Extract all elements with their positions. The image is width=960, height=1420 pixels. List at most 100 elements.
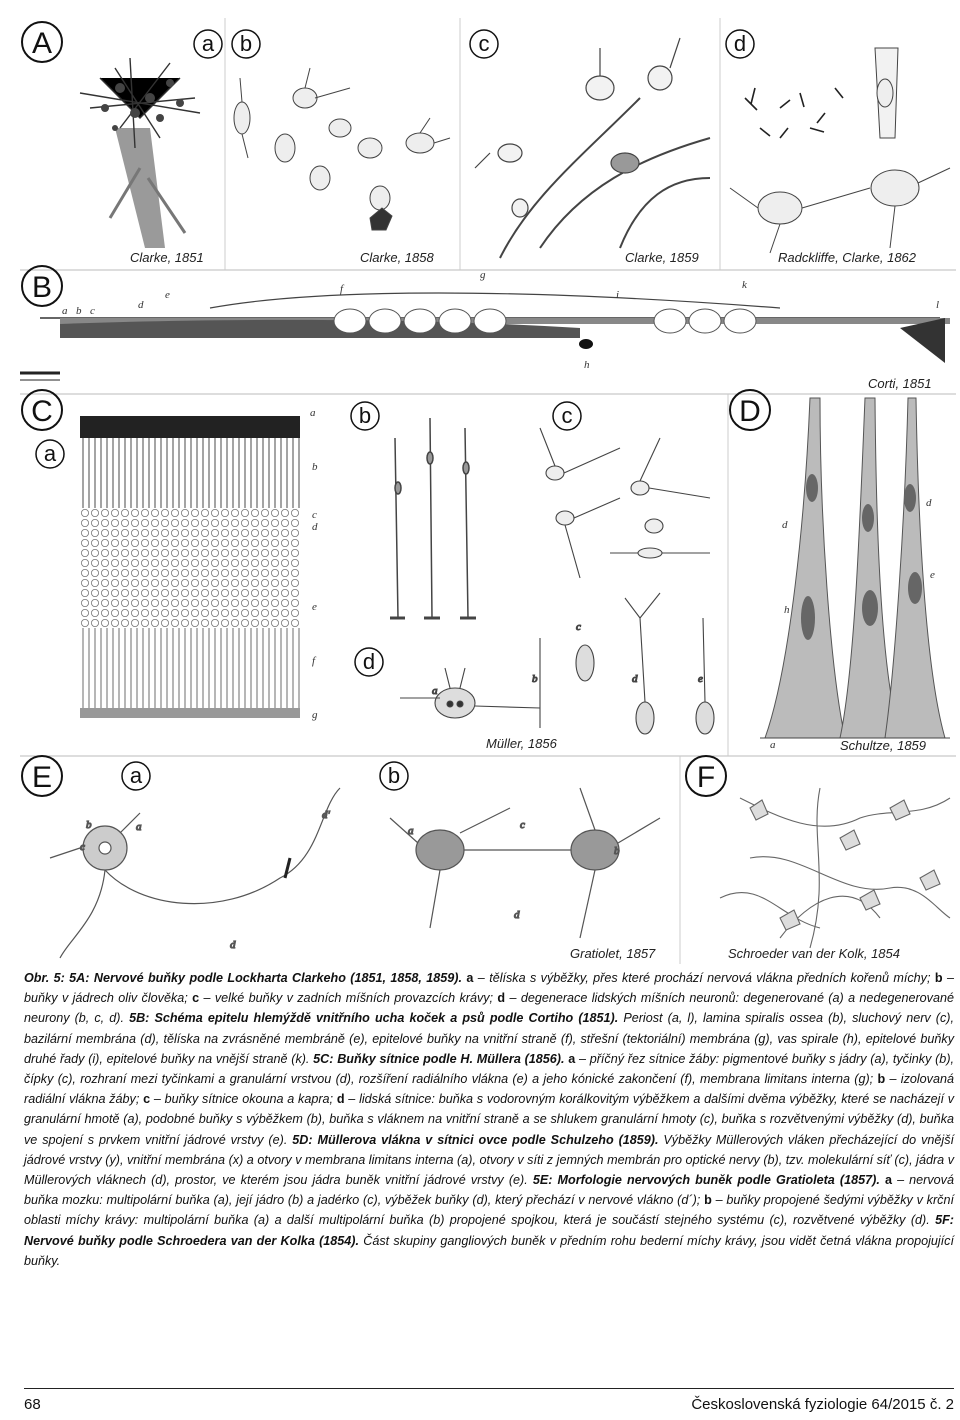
svg-text:b: b bbox=[86, 819, 92, 831]
caption-text: Periost (a, l), lamina spiralis ossea (b… bbox=[24, 1011, 954, 1066]
panel-b-letter: B bbox=[21, 265, 63, 307]
svg-text:e: e bbox=[312, 601, 317, 613]
svg-text:d: d bbox=[514, 909, 520, 921]
illustration-nerve-root-bundle bbox=[79, 57, 201, 248]
svg-text:b: b bbox=[76, 305, 82, 317]
illustration-muller-fibers: d h d e a bbox=[760, 397, 950, 751]
svg-text:e: e bbox=[698, 673, 703, 685]
subpanel-a-c: c bbox=[469, 29, 499, 59]
svg-text:k: k bbox=[742, 279, 748, 291]
figure-5: A a b c d bbox=[20, 18, 956, 964]
caption-text: – buňky propojené šedými výběžky v krční… bbox=[24, 1193, 954, 1228]
svg-text:c: c bbox=[562, 403, 573, 428]
panel-f: F Schroeder van der Kolk, 1854 bbox=[685, 755, 951, 961]
panel-c-letter: C bbox=[21, 389, 63, 431]
caption-text: – degenerace lidských míšních neuronů: d… bbox=[24, 991, 954, 1026]
illustration-cochlear-epithelium: a b c d e f g i k l h bbox=[20, 269, 950, 381]
figure-caption: Obr. 5: 5A: Nervové buňky podle Lockhart… bbox=[24, 968, 954, 1271]
subpanel-c-b: b bbox=[350, 401, 380, 431]
caption-label: d bbox=[493, 991, 510, 1006]
svg-text:d: d bbox=[632, 673, 638, 685]
caption-text: – buňky sítnice okouna a kapra; bbox=[153, 1092, 334, 1107]
caption-label: a bbox=[462, 971, 478, 985]
subpanel-c-a: a bbox=[35, 439, 65, 469]
panel-c: C a b c d a b c d bbox=[20, 389, 956, 757]
illustration-radial-fibers bbox=[390, 417, 476, 620]
caption-label: c bbox=[139, 1092, 154, 1107]
svg-text:d: d bbox=[312, 521, 318, 533]
page-footer: 68 Československá fyziologie 64/2015 č. … bbox=[24, 1396, 954, 1418]
panel-d-letter: D bbox=[729, 389, 771, 431]
illustration-frog-retina-section: a b c d e f g bbox=[80, 407, 318, 721]
svg-text:d: d bbox=[734, 31, 746, 56]
svg-text:b: b bbox=[240, 31, 252, 56]
panel-a-letter: A bbox=[21, 21, 63, 63]
svg-text:a: a bbox=[202, 31, 215, 56]
credit-corti-1851: Corti, 1851 bbox=[868, 376, 932, 391]
page-number: 68 bbox=[24, 1396, 41, 1413]
svg-text:a: a bbox=[770, 739, 776, 751]
svg-text:B: B bbox=[32, 271, 52, 304]
svg-text:b: b bbox=[359, 403, 371, 428]
caption-label: c bbox=[187, 991, 204, 1006]
illustration-gratiolet-neurons: b a c d d' a c b d bbox=[49, 787, 661, 959]
subpanel-c-c: c bbox=[552, 401, 582, 431]
svg-text:a: a bbox=[62, 305, 68, 317]
caption-label: b bbox=[873, 1072, 890, 1087]
caption-5a-title: Obr. 5: 5A: Nervové buňky podle Lockhart… bbox=[24, 971, 462, 985]
credit-muller-1856: Müller, 1856 bbox=[486, 736, 558, 751]
caption-text: – tělíska s výběžky, přes které prochází… bbox=[477, 971, 931, 985]
svg-text:a: a bbox=[44, 441, 57, 466]
panel-e-letter: E bbox=[21, 755, 63, 797]
panel-b: B a b c d e f g bbox=[20, 265, 956, 395]
subpanel-a-b: b bbox=[231, 29, 261, 59]
svg-text:d: d bbox=[230, 939, 236, 951]
subpanel-c-d: d bbox=[354, 647, 384, 677]
subpanel-e-b: b bbox=[379, 761, 409, 791]
svg-text:c: c bbox=[576, 621, 581, 633]
caption-5d-title: 5D: Müllerova vlákna v sítnici ovce podl… bbox=[287, 1132, 659, 1147]
svg-text:a: a bbox=[310, 407, 316, 419]
caption-text: Výběžky Müllerových vláken přecházející … bbox=[24, 1132, 955, 1188]
svg-text:h: h bbox=[784, 604, 790, 616]
subpanel-a-d: d bbox=[725, 29, 755, 59]
svg-text:c: c bbox=[520, 819, 525, 831]
svg-text:E: E bbox=[32, 761, 52, 794]
illustration-perch-carp-cells bbox=[539, 427, 711, 579]
caption-5e-title: 5E: Morfologie nervových buněk podle Gra… bbox=[527, 1173, 880, 1188]
svg-text:g: g bbox=[480, 269, 486, 281]
credit-radckliffe-clarke-1862: Radckliffe, Clarke, 1862 bbox=[778, 250, 917, 265]
svg-text:b: b bbox=[532, 673, 538, 685]
illustration-ganglion-cells bbox=[719, 787, 951, 949]
caption-label: a bbox=[564, 1051, 579, 1066]
svg-text:b: b bbox=[388, 763, 400, 788]
panel-a: A a b c d bbox=[20, 18, 956, 271]
caption-text: Část skupiny gangliových buněk v předním… bbox=[24, 1233, 954, 1268]
svg-text:f: f bbox=[340, 283, 345, 295]
caption-text: – lidská sítnice: buňka s vodorovným kor… bbox=[24, 1092, 955, 1147]
svg-text:f: f bbox=[312, 655, 317, 667]
svg-text:i: i bbox=[616, 289, 619, 301]
svg-text:F: F bbox=[697, 761, 715, 794]
svg-text:c: c bbox=[90, 305, 95, 317]
caption-label: b bbox=[700, 1193, 716, 1208]
credit-gratiolet-1857: Gratiolet, 1857 bbox=[570, 946, 656, 961]
svg-text:c: c bbox=[80, 841, 85, 853]
svg-text:d: d bbox=[138, 299, 144, 311]
svg-text:a: a bbox=[136, 821, 142, 833]
caption-text: – příčný řez sítnice žáby: pigmentové bu… bbox=[24, 1051, 955, 1087]
svg-text:c: c bbox=[479, 31, 490, 56]
svg-text:a: a bbox=[408, 825, 414, 837]
svg-text:c: c bbox=[312, 509, 317, 521]
illustration-human-retina-cells: a b c d e bbox=[400, 592, 715, 735]
svg-text:D: D bbox=[739, 395, 761, 428]
svg-text:b: b bbox=[312, 461, 318, 473]
svg-text:b: b bbox=[614, 845, 620, 857]
panel-f-letter: F bbox=[685, 755, 727, 797]
svg-text:h: h bbox=[584, 359, 590, 371]
caption-text: – nervová buňka mozku: multipolární buňk… bbox=[24, 1173, 954, 1208]
caption-label: a bbox=[879, 1173, 898, 1188]
caption-5c-title: 5C: Buňky sítnice podle H. Müllera (1856… bbox=[309, 1051, 565, 1066]
panel-e: E a b b a c d d' a c b d Gratiol bbox=[21, 755, 681, 964]
caption-text: – izolovaná radiální vlákna žáby; bbox=[24, 1072, 954, 1107]
